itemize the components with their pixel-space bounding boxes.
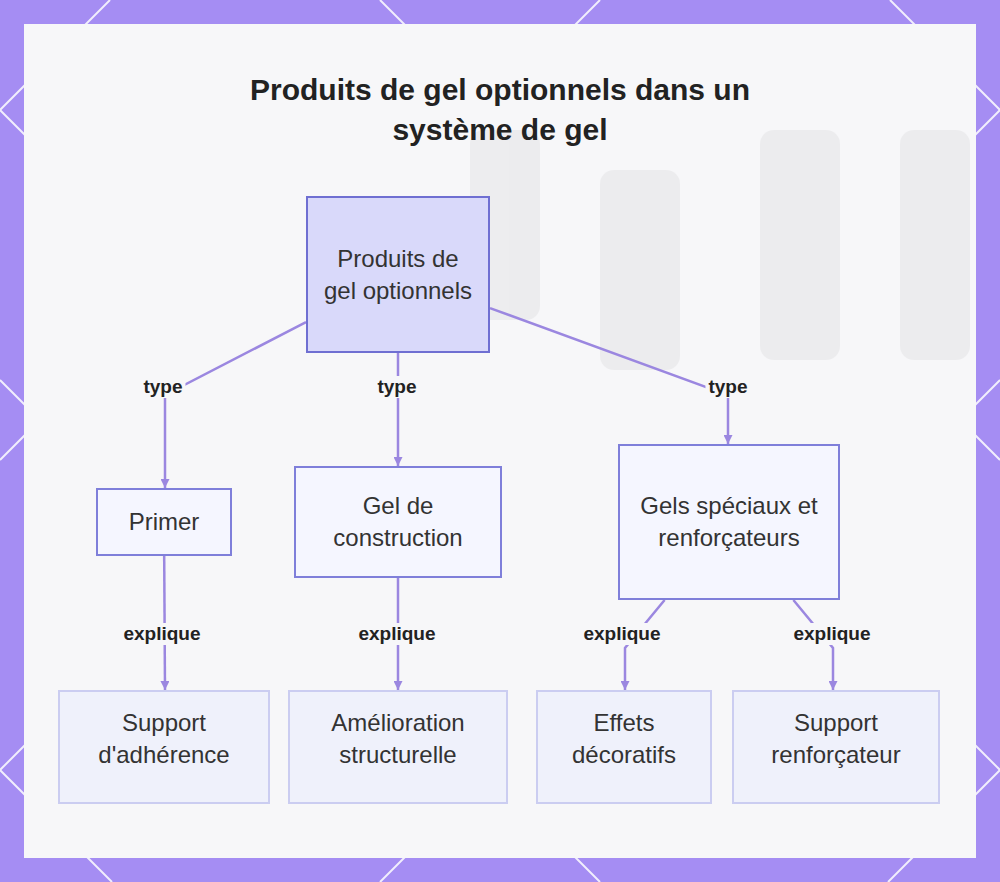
process-box: Gels spéciaux et renforçateurs [618,444,840,600]
result-box: Effets décoratifs [536,690,712,804]
node-text: Effets décoratifs [550,707,698,771]
result-box: Amélioration structurelle [288,690,508,804]
edge-label: explique [355,623,438,645]
connector [397,353,400,466]
node-text: Primer [129,506,200,538]
edge-label: explique [120,623,203,645]
blurred-bottles [470,130,970,370]
result-box: Support d'adhérence [58,690,270,804]
node-text: Gel de construction [308,490,488,554]
edge-label: explique [580,623,663,645]
node-text: Gels spéciaux et renforçateurs [632,490,826,554]
result-box: Support renforçateur [732,690,940,804]
node-text: Support d'adhérence [72,707,256,771]
node-text: Amélioration structurelle [302,707,494,771]
edge-label: type [140,376,185,398]
connector [490,308,728,444]
edge-label: explique [790,623,873,645]
diagram-title: Produits de gel optionnels dans un systè… [205,70,795,150]
edge-label: type [705,376,750,398]
process-box: Primer [96,488,232,556]
connector [625,600,665,690]
connector [793,600,833,690]
panel [24,24,976,858]
node-text: Support renforçateur [746,707,926,771]
root-box: Produits de gel optionnels [306,196,490,353]
connector [165,322,306,488]
edge-label: type [374,376,419,398]
node-text: Produits de gel optionnels [320,243,476,307]
process-box: Gel de construction [294,466,502,578]
